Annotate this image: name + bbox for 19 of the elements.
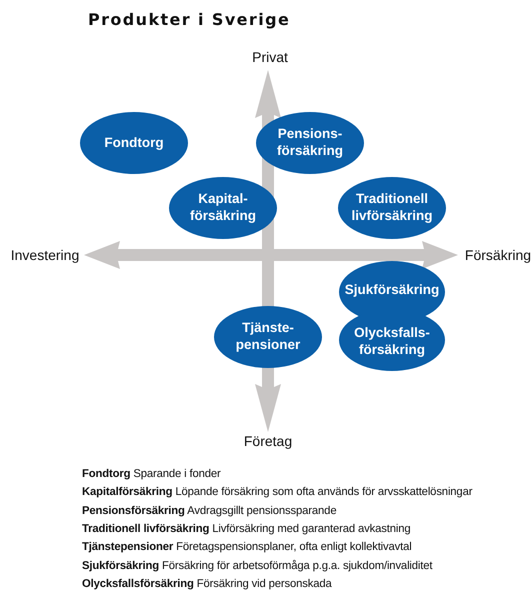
product-name: Fondtorg	[104, 134, 164, 152]
product-description: Tjänstepensioner Företagspensionsplaner, ofta enligt kollektivavtal	[82, 541, 412, 554]
product-description: Fondtorg Sparande i fonder	[82, 468, 221, 480]
axis-label: Företag	[244, 433, 292, 449]
product-description: Sjukförsäkring Försäkring för arbetsoförmåga p.g.a. sjukdom/invaliditet	[82, 560, 432, 572]
product-name: Traditionell livförsäkring	[350, 191, 434, 225]
product-name: Olycksfalls- försäkring	[353, 325, 431, 359]
product-description: Olycksfallsförsäkring Försäkring vid personskada	[82, 578, 332, 590]
product-description: Traditionell livförsäkring Livförsäkring med garanterad avkastning	[82, 522, 411, 535]
product-name: Pensions- försäkring	[276, 126, 344, 160]
product-description: Pensionsförsäkring Avdragsgillt pensionssparande	[82, 504, 336, 517]
product-name: Tjänste- pensioner	[234, 320, 302, 354]
product-name: Kapital- försäkring	[188, 191, 258, 225]
product-description: Kapitalförsäkring Löpande försäkring som ofta används för arvsskattelösningar	[82, 486, 472, 498]
product-name: Sjukförsäkring	[344, 282, 440, 298]
title: Produkter i Sverige	[88, 10, 290, 29]
axis-label: Försäkring	[464, 247, 532, 263]
axis-label: Privat	[252, 49, 288, 65]
axis-label: Investering	[10, 247, 80, 263]
